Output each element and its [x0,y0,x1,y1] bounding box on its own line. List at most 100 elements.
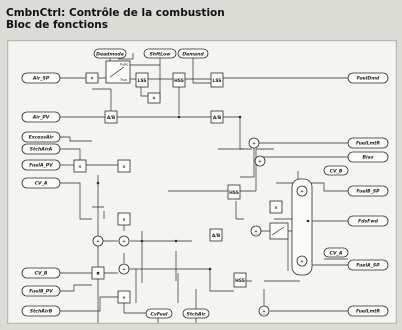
output-fuellmtr-top [347,137,389,149]
output-fueldmd-label: FuelDmd [357,76,380,82]
input-shftlow-label: ShftLow [149,51,171,57]
output-fuellmtr-top-label: FuelLmtR [356,141,381,147]
input-demand [177,48,209,59]
selector-bar [291,178,313,276]
input-cvfuel-label: CvFuel [150,311,167,317]
junction-dot [96,181,100,185]
input-excess-air-label: ExcessAir [29,135,55,141]
ratio-block-1 [104,110,118,124]
input-stch-air-b-label: StchAirB [30,309,53,315]
output-fuela-sp-label: FuelA_SP [356,263,380,269]
switch-block [105,60,131,84]
mult-block-6 [269,200,283,214]
input-air-pv-label: Air_PV [32,115,50,121]
hss-block-top-label: HSS [174,78,184,84]
junction-dot [238,115,242,119]
junction-dot [96,271,100,275]
output-fdsfwd [347,215,389,227]
sum-junction-5 [254,155,266,167]
ratio-block-2 [210,110,224,124]
sum-junction-7 [296,255,308,267]
sum-junction-8 [250,225,262,237]
mult-block-8-label: × [122,295,126,301]
output-fuelb-sp-label: FuelB_SP [356,189,380,195]
ratio-block-2-label: A/B [213,115,222,121]
input-cv-a-label: CV_A [35,181,48,187]
mult-block-1-label: × [90,76,94,82]
junction-dot [174,239,178,243]
output-cv-b [323,165,349,176]
output-bias [347,151,389,163]
mult-block-4-label: × [122,164,126,170]
hss-block-low-label: HSS [235,278,245,284]
output-cv-b-label: CV_B [330,168,343,174]
sum-junction-3 [118,263,130,275]
switch-contact-2 [271,226,285,236]
mult-block-2-label: × [152,96,156,102]
input-stchair [182,308,210,319]
diagram-canvas: Deadmode ShftLow Demand Air_SP Air_PV Ex… [21,48,389,323]
function-blocks: × False True LSS × HSS LSS [73,60,313,304]
title-line-2: Bloc de fonctions [6,19,109,31]
input-fuel-b-pv [21,285,61,297]
junction-dot [306,219,310,223]
lss-block-1-label: LSS [138,78,147,84]
title-line-1: CmbnCtrl: Contrôle de la combustion [6,7,225,19]
input-fuel-a-pv-label: FuelA_PV [29,163,53,169]
sum-junction-1 [92,235,104,247]
input-stchair-label: StchAir [187,311,207,317]
input-deadmode-label: Deadmode [96,51,124,57]
right-outputs: FuelDmd FuelLmtR Bias CV_B FuelB_SP FdsF… [323,72,389,317]
output-bias-label: Bias [363,155,374,161]
output-fueldmd [347,72,389,84]
sum-junction-6-label: + [300,189,304,195]
input-stch-air-a-label: StchAirA [30,147,53,153]
junction-dot [140,239,144,243]
lss-block-1 [135,72,149,88]
sum-junction-7-label: + [300,259,304,265]
switch-false-label: False [120,63,129,67]
page-title: CmbnCtrl: Contrôle de la combustion Bloc… [6,7,396,31]
hss-block-low [233,272,247,288]
input-shftlow [143,48,177,59]
mult-block-8 [117,290,131,304]
input-cv-b [21,267,61,279]
lss-block-2 [210,72,224,88]
sum-junction-4-label: + [252,141,256,147]
sum-junction-4 [248,137,260,149]
switch-block-2 [269,222,289,240]
sum-junction-2-label: + [122,239,126,245]
output-fuela-sp [347,259,389,271]
function-block-diagram: Deadmode ShftLow Demand Air_SP Air_PV Ex… [7,40,397,324]
switch-contact [109,66,125,78]
sum-junction-8-label: + [254,229,258,235]
sum-junction-5-label: + [258,159,262,165]
hss-block-mid-label: HSS [229,190,239,196]
ratio-block-3 [209,228,223,242]
input-cv-a [21,177,61,189]
summing-junctions: + + + + + + + + + [92,137,308,317]
junction-dot [208,267,212,271]
input-demand-label: Demand [182,51,204,57]
input-fuel-a-pv [21,159,61,171]
mult-block-1 [85,72,99,84]
input-air-pv [21,111,61,123]
mult-block-3-label: × [78,164,82,170]
mult-block-6-label: × [274,205,278,211]
switch-true-label: True [119,78,127,82]
ratio-block-3-label: A/B [212,233,221,239]
sum-junction-9-label: + [262,309,266,315]
junction-dot [177,115,181,119]
output-cv-a [323,247,349,258]
mult-block-5 [117,212,131,226]
input-deadmode [93,48,127,59]
input-cv-b-label: CV_B [35,271,48,277]
output-fuelb-sp [347,185,389,197]
output-fuellmtr-bottom [347,305,389,317]
sum-junction-9 [258,305,270,317]
sum-junction-6 [296,185,308,197]
bottom-inputs: CvFuel StchAir [145,308,210,319]
sum-junction-2 [118,235,130,247]
input-stch-air-a [21,143,61,155]
hss-block-top [172,72,186,88]
